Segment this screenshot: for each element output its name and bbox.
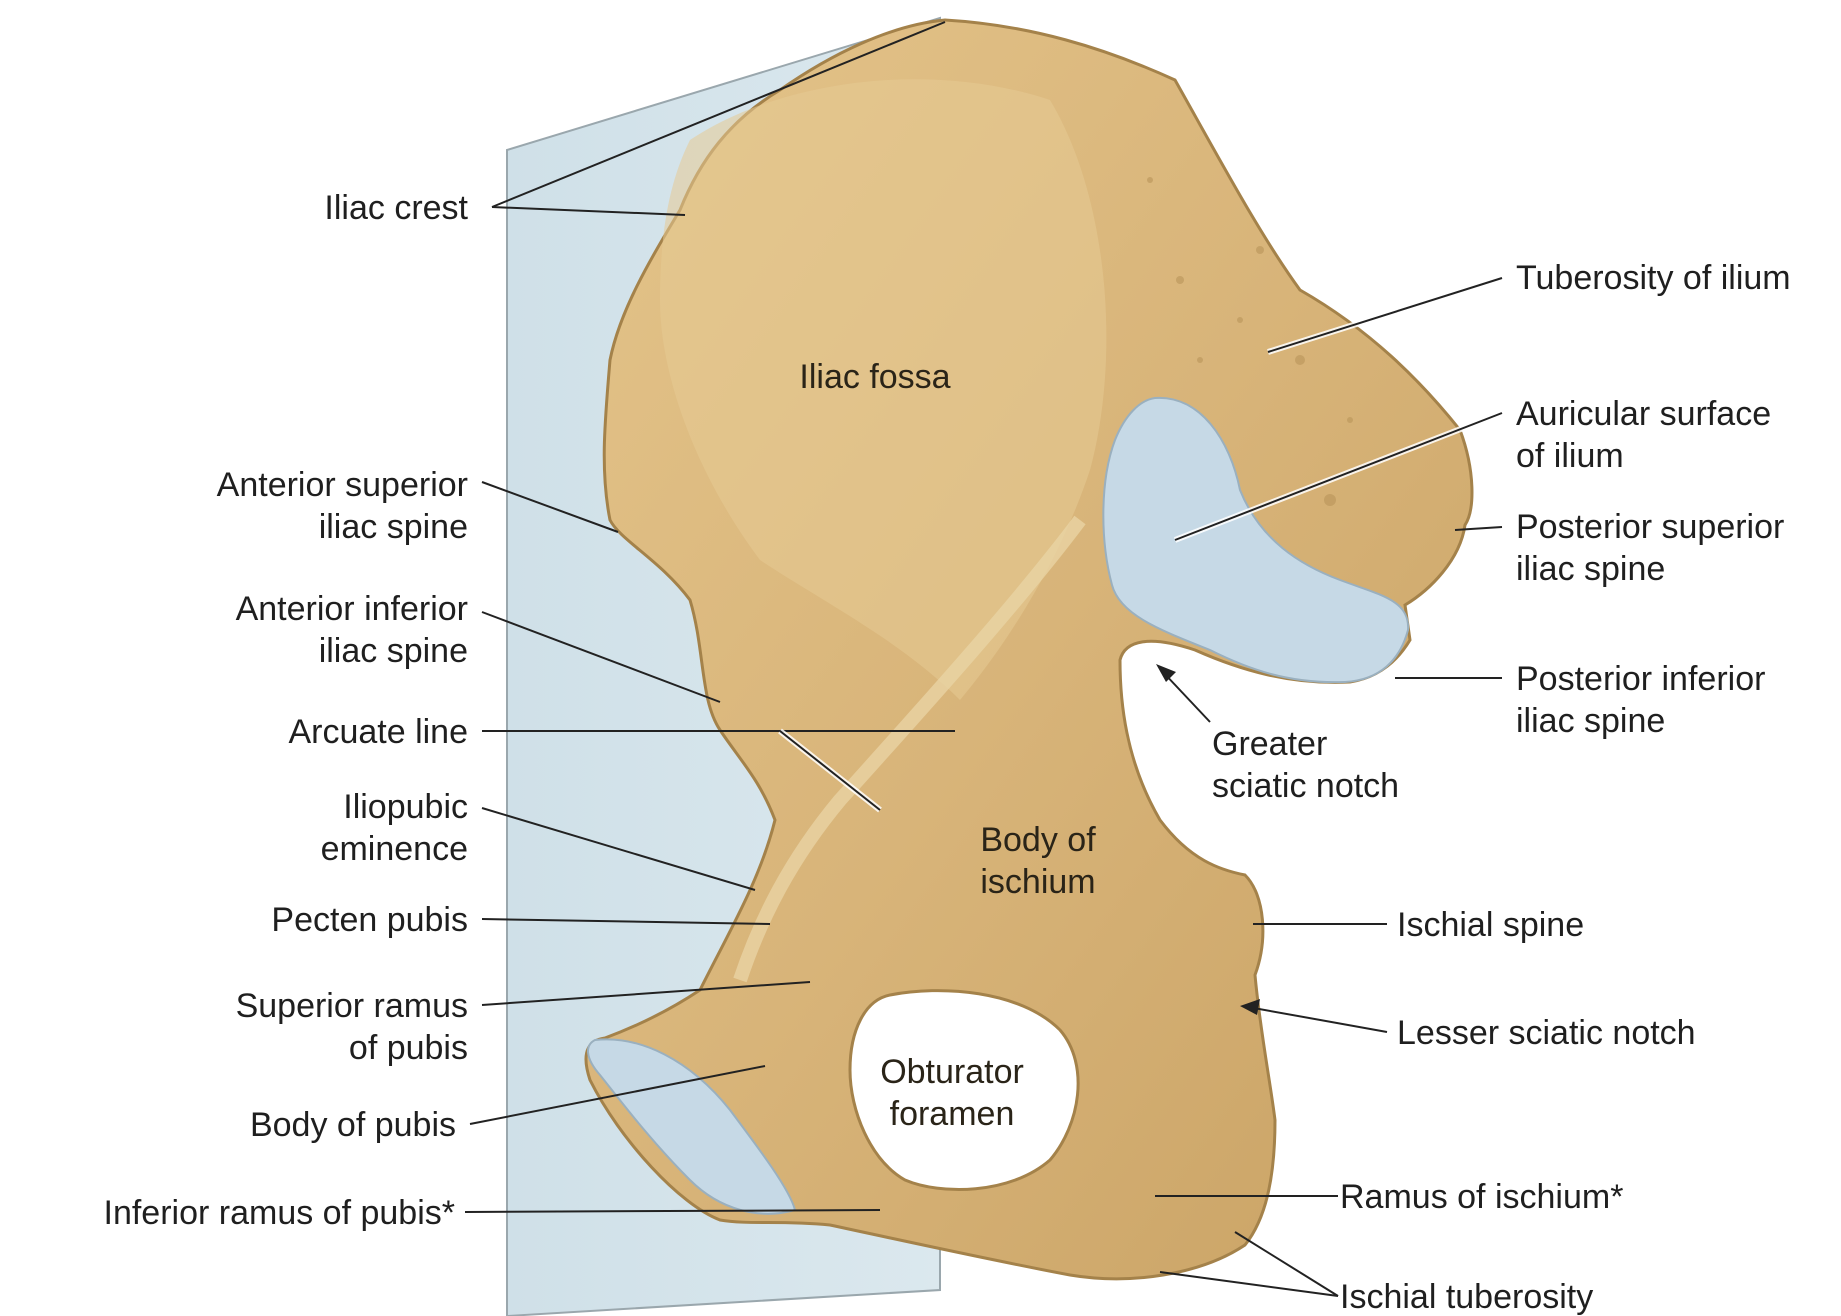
label-ramus-ischium: Ramus of ischium*: [1340, 1178, 1623, 1216]
label-body-pubis: Body of pubis: [250, 1106, 456, 1144]
left-labels: Iliac crest Anterior superior iliac spin…: [104, 189, 469, 1232]
label-iliopubic-line1: Iliopubic: [343, 788, 468, 826]
label-auricular-line1: Auricular surface: [1516, 395, 1771, 433]
label-greater-notch-line2: sciatic notch: [1212, 767, 1399, 805]
label-inf-ramus-pubis: Inferior ramus of pubis*: [104, 1194, 456, 1232]
label-ant-sup-spine-line1: Anterior superior: [217, 466, 468, 504]
label-ant-inf-spine-line1: Anterior inferior: [236, 590, 468, 628]
label-post-inf-line1: Posterior inferior: [1516, 660, 1765, 698]
label-ischial-spine: Ischial spine: [1397, 906, 1584, 944]
label-body-ischium-line1: Body of: [980, 821, 1096, 859]
label-body-ischium-line2: ischium: [980, 863, 1095, 901]
label-sup-ramus-line2: of pubis: [349, 1029, 468, 1067]
label-greater-notch-line1: Greater: [1212, 725, 1327, 763]
label-post-sup-line2: iliac spine: [1516, 550, 1665, 588]
label-obturator-line2: foramen: [890, 1095, 1015, 1133]
label-arcuate-line: Arcuate line: [288, 713, 468, 751]
label-auricular-line2: of ilium: [1516, 437, 1624, 475]
label-obturator-line1: Obturator: [880, 1053, 1024, 1091]
label-iliac-fossa: Iliac fossa: [799, 358, 950, 396]
label-post-inf-line2: iliac spine: [1516, 702, 1665, 740]
label-ischial-tuberosity: Ischial tuberosity: [1340, 1278, 1593, 1316]
label-iliac-crest: Iliac crest: [324, 189, 468, 227]
label-iliopubic-line2: eminence: [321, 830, 468, 868]
label-post-sup-line1: Posterior superior: [1516, 508, 1784, 546]
label-lesser-notch: Lesser sciatic notch: [1397, 1014, 1696, 1052]
label-pecten-pubis: Pecten pubis: [271, 901, 468, 939]
label-tuberosity-ilium: Tuberosity of ilium: [1516, 259, 1791, 297]
label-sup-ramus-line1: Superior ramus: [236, 987, 468, 1025]
label-ant-inf-spine-line2: iliac spine: [319, 632, 468, 670]
label-ant-sup-spine-line2: iliac spine: [319, 508, 468, 546]
